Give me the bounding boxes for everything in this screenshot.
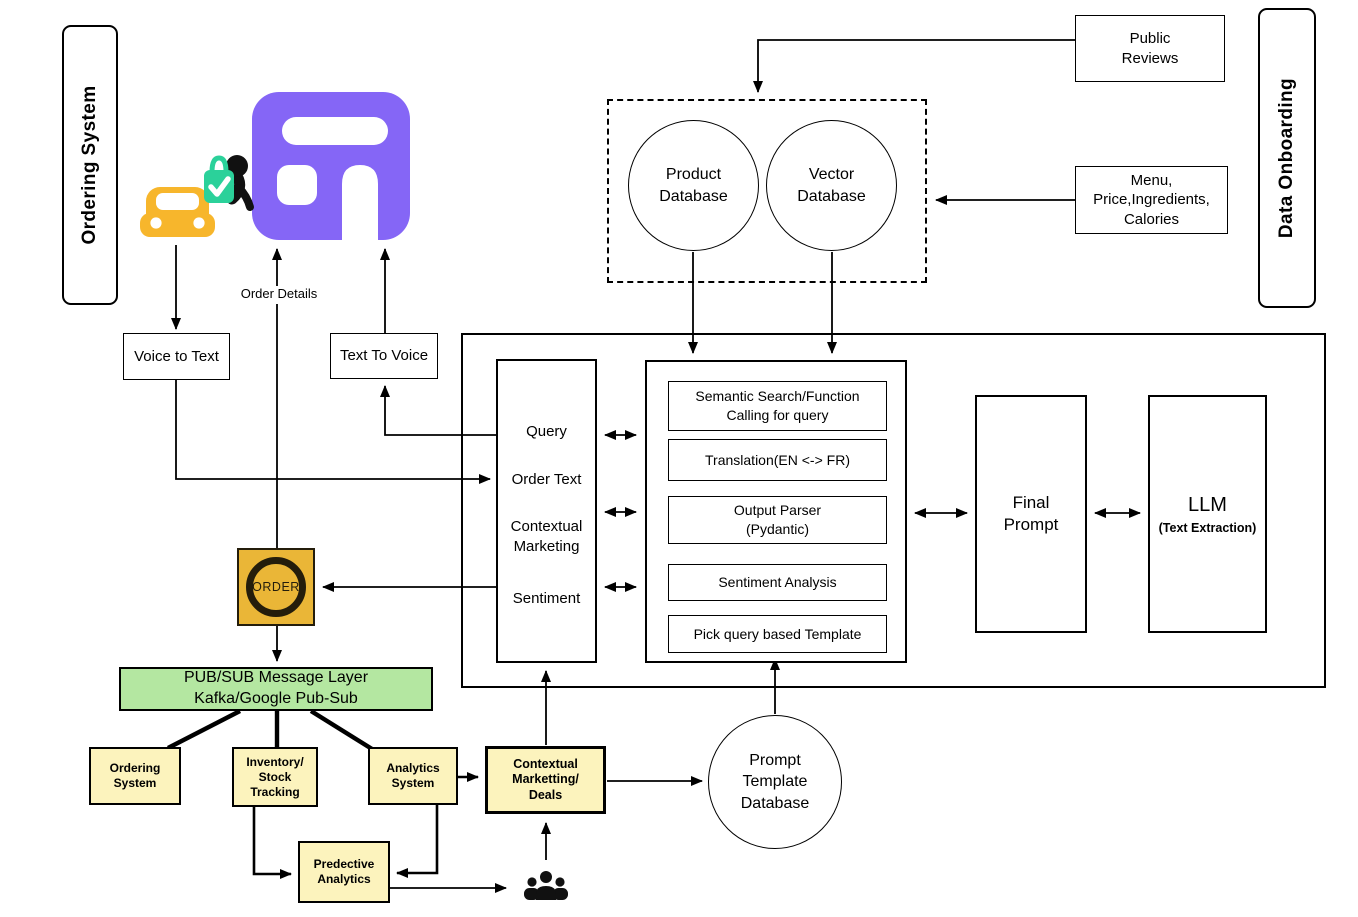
connector-voice2text-to-ordertext — [175, 380, 491, 484]
order-details-label: Order Details — [233, 286, 325, 304]
translation-step: Translation(EN <-> FR) — [668, 439, 887, 481]
order-sign-ring: ORDER — [246, 557, 306, 617]
pubsub-message-layer: PUB/SUB Message Layer Kafka/Google Pub-S… — [119, 667, 433, 711]
order-sign: ORDER — [237, 548, 315, 626]
connector-pubsub-to-ordering — [166, 709, 242, 750]
output-parser-step: Output Parser (Pydantic) — [668, 496, 887, 544]
ordering-system-panel: Ordering System — [62, 25, 118, 305]
connector-pubsub-to-analytics — [309, 709, 374, 751]
query-row: Query — [526, 423, 567, 440]
llm-subtitle: (Text Extraction) — [1158, 520, 1257, 535]
order-text-row: Order Text — [511, 471, 582, 488]
final-prompt-box: Final Prompt — [975, 395, 1087, 633]
llm-box: LLM (Text Extraction) — [1148, 395, 1267, 633]
connector-reviews-to-databases — [753, 39, 1075, 93]
product-database-node: Product Database — [628, 120, 759, 251]
pick-template-step: Pick query based Template — [668, 615, 887, 653]
data-onboarding-panel: Data Onboarding — [1258, 8, 1316, 308]
connector-inventory-to-predictive — [252, 807, 292, 879]
semantic-search-step: Semantic Search/Function Calling for que… — [668, 381, 887, 431]
sentiment-analysis-step: Sentiment Analysis — [668, 564, 887, 601]
predictive-analytics-node: Predective Analytics — [298, 841, 390, 903]
contextual-marketing-row: Contextual Marketing — [510, 518, 583, 555]
car-icon — [140, 185, 215, 241]
shopping-bag-handle — [209, 155, 229, 173]
public-reviews-box: Public Reviews — [1075, 15, 1225, 82]
storefront-icon — [252, 92, 410, 240]
data-onboarding-panel-label: Data Onboarding — [1276, 77, 1297, 239]
llm-title: LLM — [1188, 493, 1227, 516]
voice-to-text-box: Voice to Text — [123, 333, 230, 380]
query-box: Query Order Text Contextual Marketing Se… — [496, 359, 597, 663]
connector-query-to-text2voice — [380, 385, 497, 436]
vector-database-node: Vector Database — [766, 120, 897, 251]
processing-container — [461, 333, 1326, 688]
connector-analytics-to-predictive — [396, 805, 439, 878]
contextual-marketing-deals-node: Contextual Marketting/ Deals — [485, 746, 606, 814]
text-to-voice-box: Text To Voice — [330, 333, 438, 379]
checkmark-icon — [208, 176, 231, 197]
menu-info-box: Menu, Price,Ingredients, Calories — [1075, 166, 1228, 234]
prompt-template-database-node: Prompt Template Database — [708, 715, 842, 849]
sentiment-row: Sentiment — [512, 590, 581, 607]
people-group-icon — [523, 870, 569, 900]
databases-group — [607, 99, 927, 283]
inventory-stock-tracking-node: Inventory/ Stock Tracking — [232, 747, 318, 807]
ordering-system-node: Ordering System — [89, 747, 181, 805]
process-box: Semantic Search/Function Calling for que… — [645, 360, 907, 663]
analytics-system-node: Analytics System — [368, 747, 458, 805]
person-with-shopping-bag-icon — [195, 150, 257, 212]
ordering-system-panel-label: Ordering System — [79, 85, 100, 245]
